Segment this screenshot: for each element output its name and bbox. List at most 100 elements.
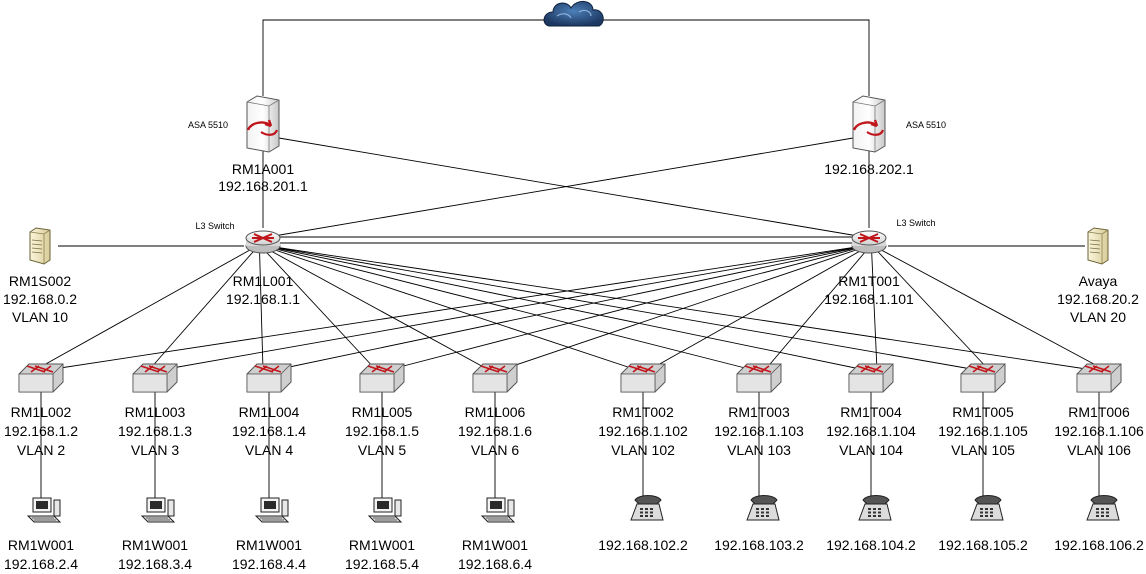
core-switch-ip: 192.168.1.101 [824,291,914,307]
trunk-link-left-1 [34,245,258,371]
access-switch-name: RM1T003 [728,404,790,420]
access-switch-vlan: VLAN 5 [358,442,406,458]
phone-ip: 192.168.104.2 [826,537,916,553]
access-switch-icon [359,363,405,393]
links-layer [34,19,1106,502]
workstation-ip: 192.168.4.4 [232,556,306,572]
workstation-name: RM1W001 [122,537,188,553]
access-switch-name: RM1L003 [125,404,186,420]
trunk-link-left-7 [264,245,754,371]
trunk-link-left-2 [148,245,259,371]
firewall-icon [852,95,886,153]
workstation-icon [140,497,176,523]
access-switch-vlan: VLAN 103 [727,442,791,458]
phone-ip: 192.168.103.2 [714,537,804,553]
server-name: Avaya [1079,273,1118,289]
ip-phone-icon [858,495,892,521]
access-switch-icon [18,363,64,393]
trunk-link-right-1 [46,245,864,371]
core-switch-type-label: L3 Switch [195,221,234,231]
access-switch-ip: 192.168.1.102 [598,423,688,439]
access-switch-ip: 192.168.1.2 [4,423,78,439]
ip-phone-icon [746,495,780,521]
firewall-ip: 192.168.201.1 [218,178,308,194]
firewall-ip: 192.168.202.1 [824,161,914,177]
cloud-icon [543,1,604,27]
workstation-icon [367,497,403,523]
workstation-name: RM1W001 [236,537,302,553]
firewall-icon [246,95,280,153]
access-switch-name: RM1L002 [11,404,72,420]
access-switch-icon [1076,363,1122,393]
access-switch-name: RM1L004 [239,404,300,420]
core-switch-name: RM1L001 [233,273,294,289]
workstation-icon [254,497,290,523]
trunk-link-right-10 [873,245,1106,371]
access-switch-icon [736,363,782,393]
access-switch-name: RM1L005 [352,404,413,420]
access-switch-vlan: VLAN 2 [17,442,65,458]
access-switch-ip: 192.168.1.4 [232,423,306,439]
access-switch-vlan: VLAN 104 [839,442,903,458]
workstation-name: RM1W001 [8,537,74,553]
server-vlan: VLAN 20 [1070,309,1126,325]
server-icon [29,227,51,265]
access-switch-ip: 192.168.1.104 [826,423,916,439]
trunk-link-left-5 [261,245,490,371]
trunk-link-right-6 [648,245,870,371]
access-switch-name: RM1T002 [612,404,674,420]
access-switch-name: RM1T004 [840,404,902,420]
access-switch-name: RM1L006 [465,404,526,420]
access-switch-vlan: VLAN 4 [245,442,293,458]
phone-ip: 192.168.102.2 [598,537,688,553]
access-switch-icon [472,363,518,393]
ip-phone-icon [970,495,1004,521]
access-switch-icon [620,363,666,393]
firewall-model-label: ASA 5510 [188,120,228,130]
trunk-link-left-3 [258,245,264,371]
workstation-ip: 192.168.6.4 [458,556,532,572]
workstation-icon [480,497,516,523]
trunk-link-right-4 [387,245,867,371]
workstation-ip: 192.168.3.4 [118,556,192,572]
server-icon [1087,227,1109,265]
trunk-link-left-6 [262,245,638,371]
core-switch-name: RM1T001 [838,273,900,289]
access-switch-ip: 192.168.1.106 [1054,423,1144,439]
cross-link-fw-right-core-left [273,136,860,237]
trunk-link-left-9 [266,245,978,371]
core-switch-type-label: L3 Switch [896,218,935,228]
access-switch-ip: 192.168.1.3 [118,423,192,439]
phone-ip: 192.168.105.2 [938,537,1028,553]
access-switch-name: RM1T006 [1068,404,1130,420]
trunk-link-left-10 [267,245,1094,371]
access-switch-icon [246,363,292,393]
server-name: RM1S002 [9,273,71,289]
trunk-link-right-9 [872,245,990,371]
nodes-layer [18,1,1122,523]
access-switch-ip: 192.168.1.6 [458,423,532,439]
access-switch-vlan: VLAN 106 [1067,442,1131,458]
access-switch-ip: 192.168.1.103 [714,423,804,439]
wan-link-left [262,19,556,96]
access-switch-ip: 192.168.1.105 [938,423,1028,439]
access-switch-icon [848,363,894,393]
phone-ip: 192.168.106.2 [1054,537,1144,553]
trunk-link-left-4 [260,245,377,371]
access-switch-vlan: VLAN 3 [131,442,179,458]
core-switch-ip: 192.168.1.1 [226,291,300,307]
server-vlan: VLAN 10 [12,309,68,325]
trunk-link-right-7 [764,245,871,371]
firewall-name: RM1A001 [232,161,294,177]
workstation-ip: 192.168.2.4 [4,556,78,572]
access-switch-ip: 192.168.1.5 [345,423,419,439]
server-ip: 192.168.20.2 [1057,291,1139,307]
trunk-link-right-3 [274,245,866,371]
trunk-link-right-2 [160,245,865,371]
trunk-link-right-8 [870,245,878,371]
router-switch-icon [245,230,281,254]
workstation-icon [26,497,62,523]
